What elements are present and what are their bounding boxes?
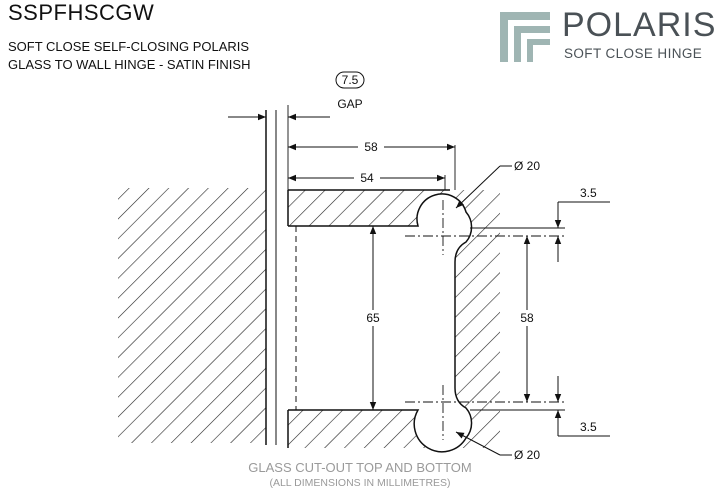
svg-text:Ø 20: Ø 20 bbox=[514, 448, 540, 462]
brand-name: POLARIS bbox=[562, 6, 717, 44]
height-58-dimension: 58 bbox=[514, 236, 540, 402]
width-58-dimension: 58 bbox=[288, 139, 455, 155]
description-line-2: GLASS TO WALL HINGE - SATIN FINISH bbox=[8, 57, 251, 72]
brand-tagline: SOFT CLOSE HINGE bbox=[564, 46, 703, 61]
offset-top-dimension: 3.5 bbox=[554, 186, 610, 262]
svg-text:GAP: GAP bbox=[337, 97, 362, 111]
wall-section bbox=[118, 110, 277, 445]
footer-title: GLASS CUT-OUT TOP AND BOTTOM bbox=[248, 460, 472, 475]
svg-text:54: 54 bbox=[360, 171, 374, 185]
product-description: SOFT CLOSE SELF-CLOSING POLARIS GLASS TO… bbox=[8, 38, 250, 74]
gap-dimension: 7.5 GAP bbox=[228, 71, 365, 121]
footer-note: (ALL DIMENSIONS IN MILLIMETRES) bbox=[269, 477, 451, 489]
width-54-dimension: 54 bbox=[288, 170, 445, 186]
svg-text:7.5: 7.5 bbox=[342, 73, 359, 87]
svg-text:3.5: 3.5 bbox=[580, 186, 597, 200]
offset-bottom-dimension: 3.5 bbox=[554, 376, 610, 437]
description-line-1: SOFT CLOSE SELF-CLOSING POLARIS bbox=[8, 39, 250, 54]
diameter-top-callout: Ø 20 bbox=[455, 159, 540, 209]
brand-logo: POLARIS SOFT CLOSE HINGE bbox=[494, 4, 716, 66]
polaris-logo-icon bbox=[500, 12, 550, 62]
svg-text:58: 58 bbox=[364, 140, 378, 154]
height-65-dimension: 65 bbox=[360, 226, 386, 410]
diameter-bottom-callout: Ø 20 bbox=[455, 431, 540, 462]
svg-text:65: 65 bbox=[366, 311, 380, 325]
glass-panel-cutout bbox=[287, 189, 500, 453]
svg-text:Ø 20: Ø 20 bbox=[514, 159, 540, 173]
centerlines bbox=[405, 200, 565, 440]
svg-text:3.5: 3.5 bbox=[580, 420, 597, 434]
product-code: SSPFHSCGW bbox=[8, 0, 155, 25]
svg-text:58: 58 bbox=[520, 311, 534, 325]
